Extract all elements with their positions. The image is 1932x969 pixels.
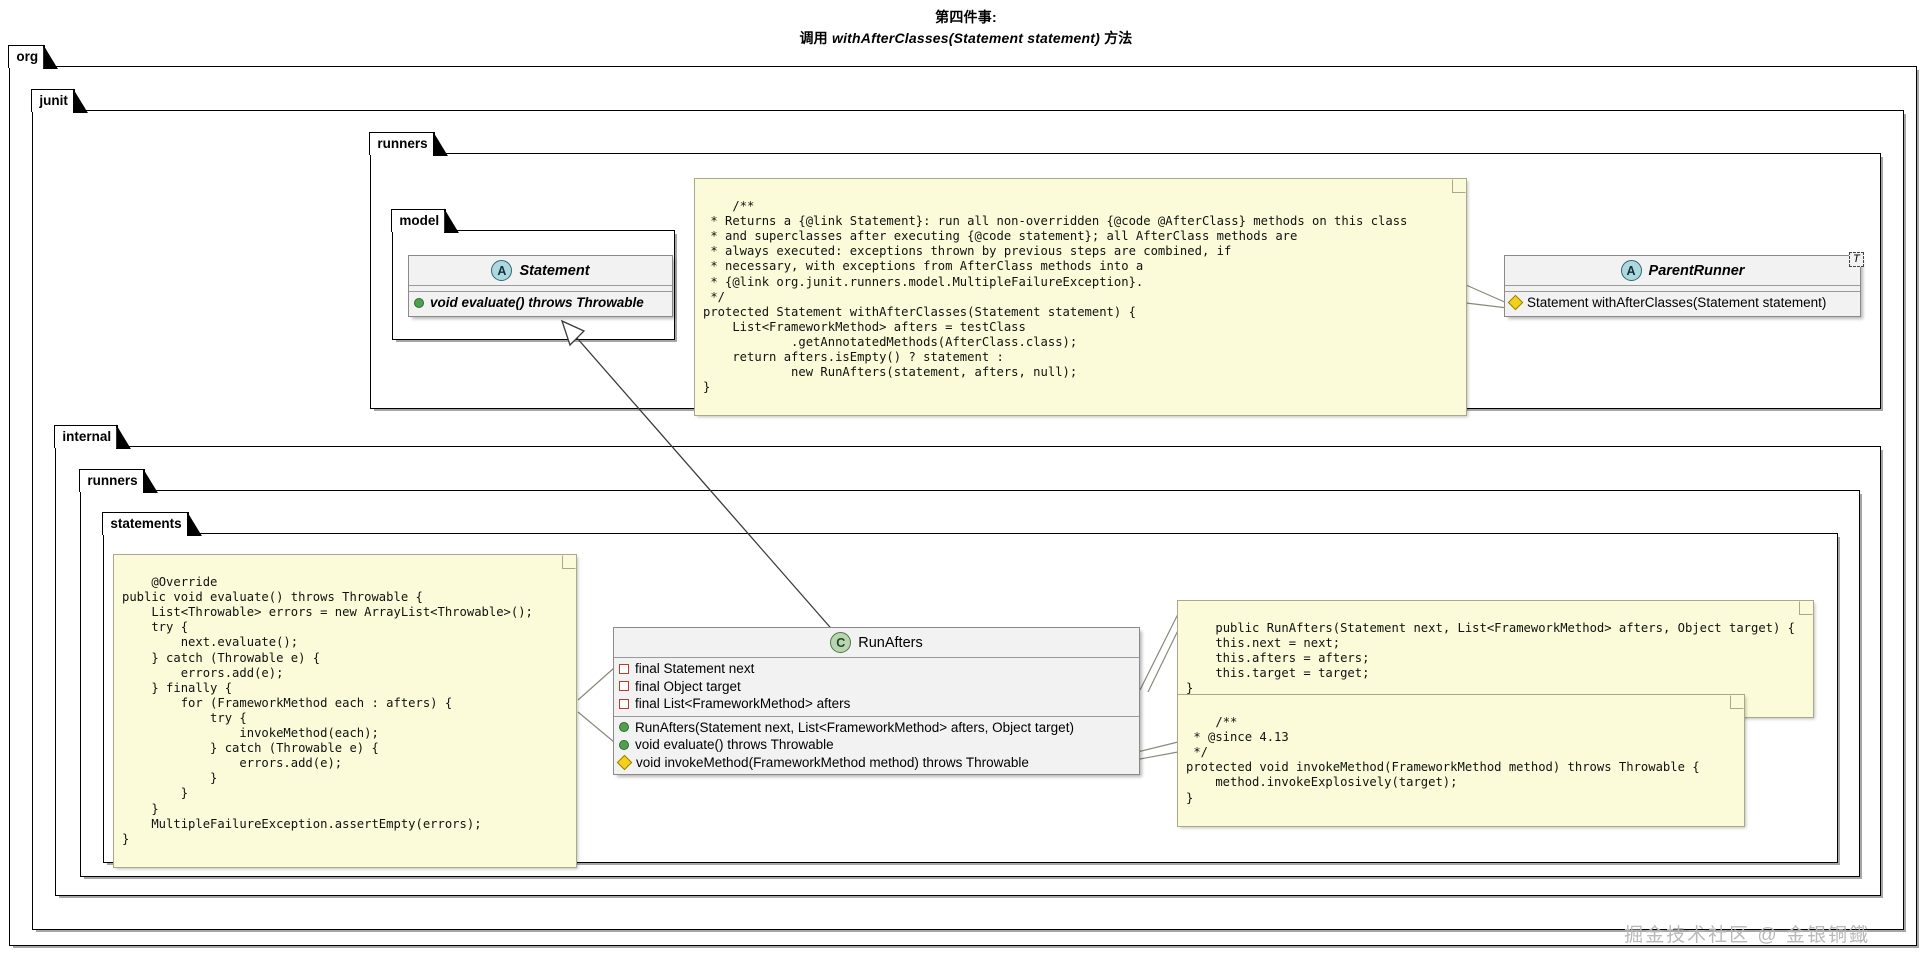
member-label: void evaluate() throws Throwable bbox=[430, 295, 644, 310]
package-runners-tab: runners bbox=[369, 132, 448, 156]
private-member-icon bbox=[619, 681, 629, 692]
note-invoke-method-text: /** * @since 4.13 */ protected void invo… bbox=[1186, 715, 1700, 805]
package-statements-tab: statements bbox=[102, 512, 202, 536]
member-row[interactable]: Statement withAfterClasses(Statement sta… bbox=[1505, 294, 1860, 312]
class-runafters-field-compartment: final Statement next final Object target… bbox=[614, 658, 1139, 717]
tab-slant-shape bbox=[142, 470, 158, 493]
package-org-tab: org bbox=[8, 45, 59, 69]
member-row[interactable]: final List<FrameworkMethod> afters bbox=[614, 695, 1139, 713]
protected-member-icon bbox=[616, 754, 633, 771]
member-row[interactable]: void evaluate() throws Throwable bbox=[409, 294, 672, 312]
title-line-2: 调用 withAfterClasses(Statement statement)… bbox=[0, 28, 1932, 49]
generic-type-parameter-box: T bbox=[1849, 252, 1864, 267]
class-parentrunner-method-compartment: Statement withAfterClasses(Statement sta… bbox=[1505, 292, 1860, 315]
member-row[interactable]: void invokeMethod(FrameworkMethod method… bbox=[614, 754, 1139, 772]
abstract-class-icon: A bbox=[491, 260, 513, 281]
class-icon: C bbox=[830, 632, 852, 653]
title-line-1: 第四件事: bbox=[935, 9, 997, 25]
class-runafters-name: RunAfters bbox=[858, 634, 923, 651]
note-constructor-text: public RunAfters(Statement next, List<Fr… bbox=[1186, 621, 1796, 696]
member-label: final List<FrameworkMethod> afters bbox=[635, 696, 851, 711]
member-row[interactable]: final Statement next bbox=[614, 660, 1139, 678]
note-fold-corner bbox=[1799, 601, 1813, 615]
title-line-2-prefix: 调用 bbox=[799, 30, 832, 46]
member-label: Statement withAfterClasses(Statement sta… bbox=[1527, 295, 1827, 310]
package-internal-runners-tab: runners bbox=[79, 469, 158, 493]
class-parentrunner-header: A ParentRunner bbox=[1505, 256, 1860, 286]
class-runafters-method-compartment: RunAfters(Statement next, List<Framework… bbox=[614, 717, 1139, 775]
member-label: RunAfters(Statement next, List<Framework… bbox=[635, 719, 1074, 735]
public-member-icon bbox=[619, 722, 629, 733]
package-internal-tab: internal bbox=[54, 425, 132, 449]
package-org-label: org bbox=[16, 49, 39, 64]
class-runafters-header: C RunAfters bbox=[614, 628, 1139, 658]
package-model-label: model bbox=[399, 213, 440, 228]
class-runafters[interactable]: C RunAfters final Statement next final O… bbox=[613, 627, 1140, 775]
class-parentrunner-field-compartment bbox=[1505, 286, 1860, 292]
note-fold-corner bbox=[562, 555, 576, 569]
package-model-tab: model bbox=[391, 209, 460, 233]
tab-slant-shape bbox=[444, 210, 460, 233]
member-row[interactable]: RunAfters(Statement next, List<Framework… bbox=[614, 719, 1139, 737]
public-member-icon bbox=[619, 739, 629, 750]
class-parentrunner[interactable]: A ParentRunner Statement withAfterClasse… bbox=[1504, 255, 1861, 317]
note-fold-corner bbox=[1452, 179, 1466, 193]
class-statement[interactable]: A Statement void evaluate() throws Throw… bbox=[408, 255, 673, 317]
class-parentrunner-name: ParentRunner bbox=[1648, 262, 1745, 279]
package-runners-label: runners bbox=[377, 136, 428, 151]
generic-type-parameter-label: T bbox=[1853, 253, 1860, 265]
abstract-class-icon: A bbox=[1620, 260, 1642, 281]
member-row[interactable]: final Object target bbox=[614, 678, 1139, 696]
package-statements-label: statements bbox=[110, 516, 182, 531]
note-with-after-classes-text: /** * Returns a {@link Statement}: run a… bbox=[703, 199, 1408, 395]
public-member-icon bbox=[414, 297, 424, 308]
package-junit-tab: junit bbox=[31, 89, 88, 113]
private-member-icon bbox=[619, 698, 629, 709]
tab-slant-shape bbox=[72, 90, 88, 113]
title-line-2-suffix: 方法 bbox=[1100, 30, 1133, 46]
tab-slant-shape bbox=[43, 46, 59, 69]
member-label: void evaluate() throws Throwable bbox=[635, 737, 834, 752]
member-row[interactable]: void evaluate() throws Throwable bbox=[614, 736, 1139, 754]
tab-slant-shape bbox=[186, 513, 202, 536]
class-statement-header: A Statement bbox=[409, 256, 672, 286]
class-statement-name: Statement bbox=[519, 262, 590, 279]
private-member-icon bbox=[619, 663, 629, 674]
title-line-2-method: withAfterClasses(Statement statement) bbox=[831, 30, 1101, 46]
watermark: 掘金技术社区 @ 金银铜鐡 bbox=[1624, 925, 1870, 946]
class-statement-field-compartment bbox=[409, 286, 672, 292]
note-invoke-method: /** * @since 4.13 */ protected void invo… bbox=[1177, 694, 1745, 827]
class-statement-method-compartment: void evaluate() throws Throwable bbox=[409, 292, 672, 315]
diagram-title: 第四件事: 调用 withAfterClasses(Statement stat… bbox=[0, 7, 1932, 49]
package-junit-label: junit bbox=[39, 93, 68, 108]
tab-slant-shape bbox=[432, 133, 448, 156]
member-label: void invokeMethod(FrameworkMethod method… bbox=[636, 754, 1029, 770]
member-label: final Object target bbox=[635, 678, 741, 694]
package-internal-runners-label: runners bbox=[87, 473, 138, 488]
protected-member-icon bbox=[1507, 294, 1524, 311]
note-evaluate-text: @Override public void evaluate() throws … bbox=[122, 575, 533, 846]
package-internal-label: internal bbox=[62, 429, 112, 444]
note-fold-corner bbox=[1730, 695, 1744, 709]
note-with-after-classes: /** * Returns a {@link Statement}: run a… bbox=[694, 178, 1467, 417]
note-evaluate: @Override public void evaluate() throws … bbox=[113, 554, 577, 868]
member-label: final Statement next bbox=[635, 661, 755, 676]
tab-slant-shape bbox=[116, 426, 132, 449]
